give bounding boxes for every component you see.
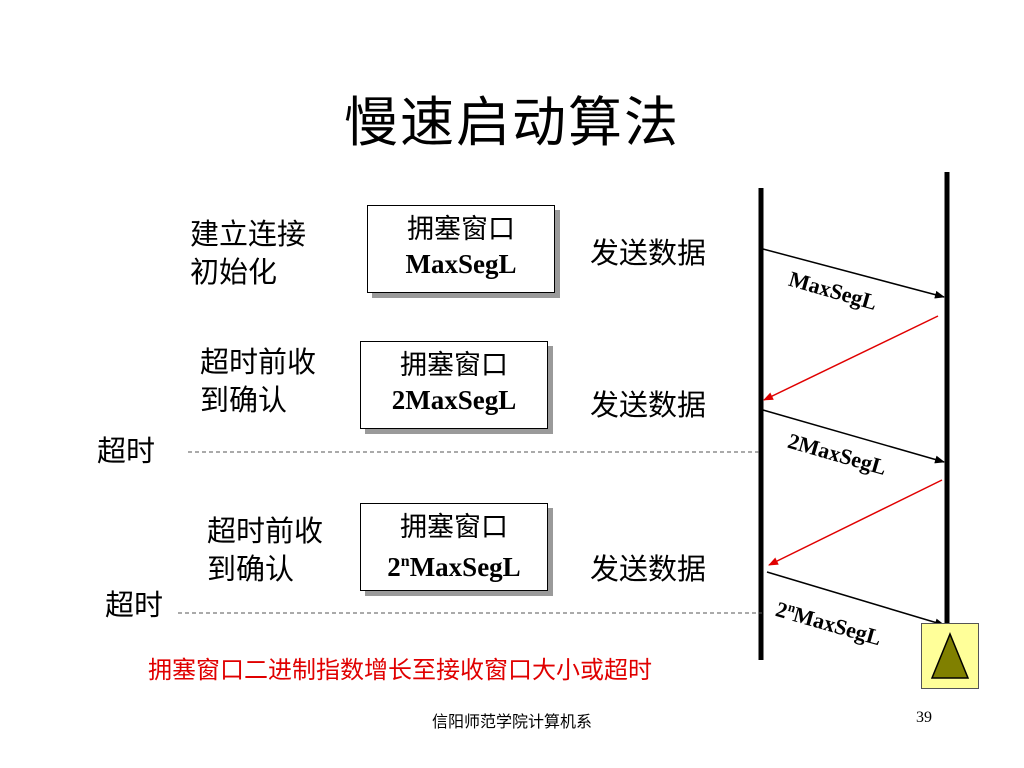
ack-arrow-2: [768, 479, 943, 566]
timeout-label-1: 超时: [97, 434, 156, 468]
send-data-label-3: 发送数据: [590, 552, 707, 586]
page-number: 39: [916, 709, 932, 726]
cwnd-box-3-base: 2: [387, 552, 401, 582]
send-data-label-1: 发送数据: [590, 236, 707, 270]
cwnd-box-1-title: 拥塞窗口: [407, 214, 515, 245]
data-arrow-2: [762, 409, 945, 464]
cwnd-box-3-value: 2nMaxSegL: [361, 545, 547, 584]
stage-1-label-line1: 建立连接: [190, 217, 307, 251]
cwnd-box-3-unit: MaxSegL: [409, 552, 521, 582]
cwnd-box-2-title: 拥塞窗口: [400, 350, 508, 381]
growth-note: 拥塞窗口二进制指数增长至接收窗口大小或超时: [148, 656, 652, 684]
cwnd-box-1-value: MaxSegL: [405, 249, 517, 279]
cwnd-box-3-title: 拥塞窗口: [400, 512, 508, 543]
footer-text: 信阳师范学院计算机系: [431, 712, 592, 731]
stage-3-label-line1: 超时前收: [207, 514, 324, 548]
stage-1-label: 建立连接 初始化: [190, 215, 306, 291]
navigation-button[interactable]: [921, 623, 979, 689]
data-arrow-1: [762, 248, 945, 299]
cwnd-box-1: 拥塞窗口 MaxSegL: [367, 205, 555, 293]
stage-2-label-line1: 超时前收: [200, 345, 317, 379]
cwnd-box-2: 拥塞窗口 2MaxSegL: [360, 341, 548, 429]
stage-3-label-line2: 到确认: [207, 552, 295, 586]
page-title: 慢速启动算法: [344, 91, 680, 154]
data-arrow-3: [766, 571, 945, 627]
cwnd-box-3-exponent: n: [400, 553, 410, 570]
cwnd-box-2-value: 2MaxSegL: [391, 385, 517, 415]
stage-3-label: 超时前收 到确认: [207, 512, 323, 588]
stage-2-label-line2: 到确认: [200, 383, 288, 417]
stage-2-label: 超时前收 到确认: [200, 343, 316, 419]
timeout-label-2: 超时: [105, 588, 164, 622]
ack-arrow-1: [763, 315, 939, 401]
triangle-up-icon: [930, 632, 970, 679]
cwnd-box-3: 拥塞窗口 2nMaxSegL: [360, 503, 548, 591]
send-data-label-2: 发送数据: [590, 388, 707, 422]
stage-1-label-line2: 初始化: [190, 255, 278, 289]
